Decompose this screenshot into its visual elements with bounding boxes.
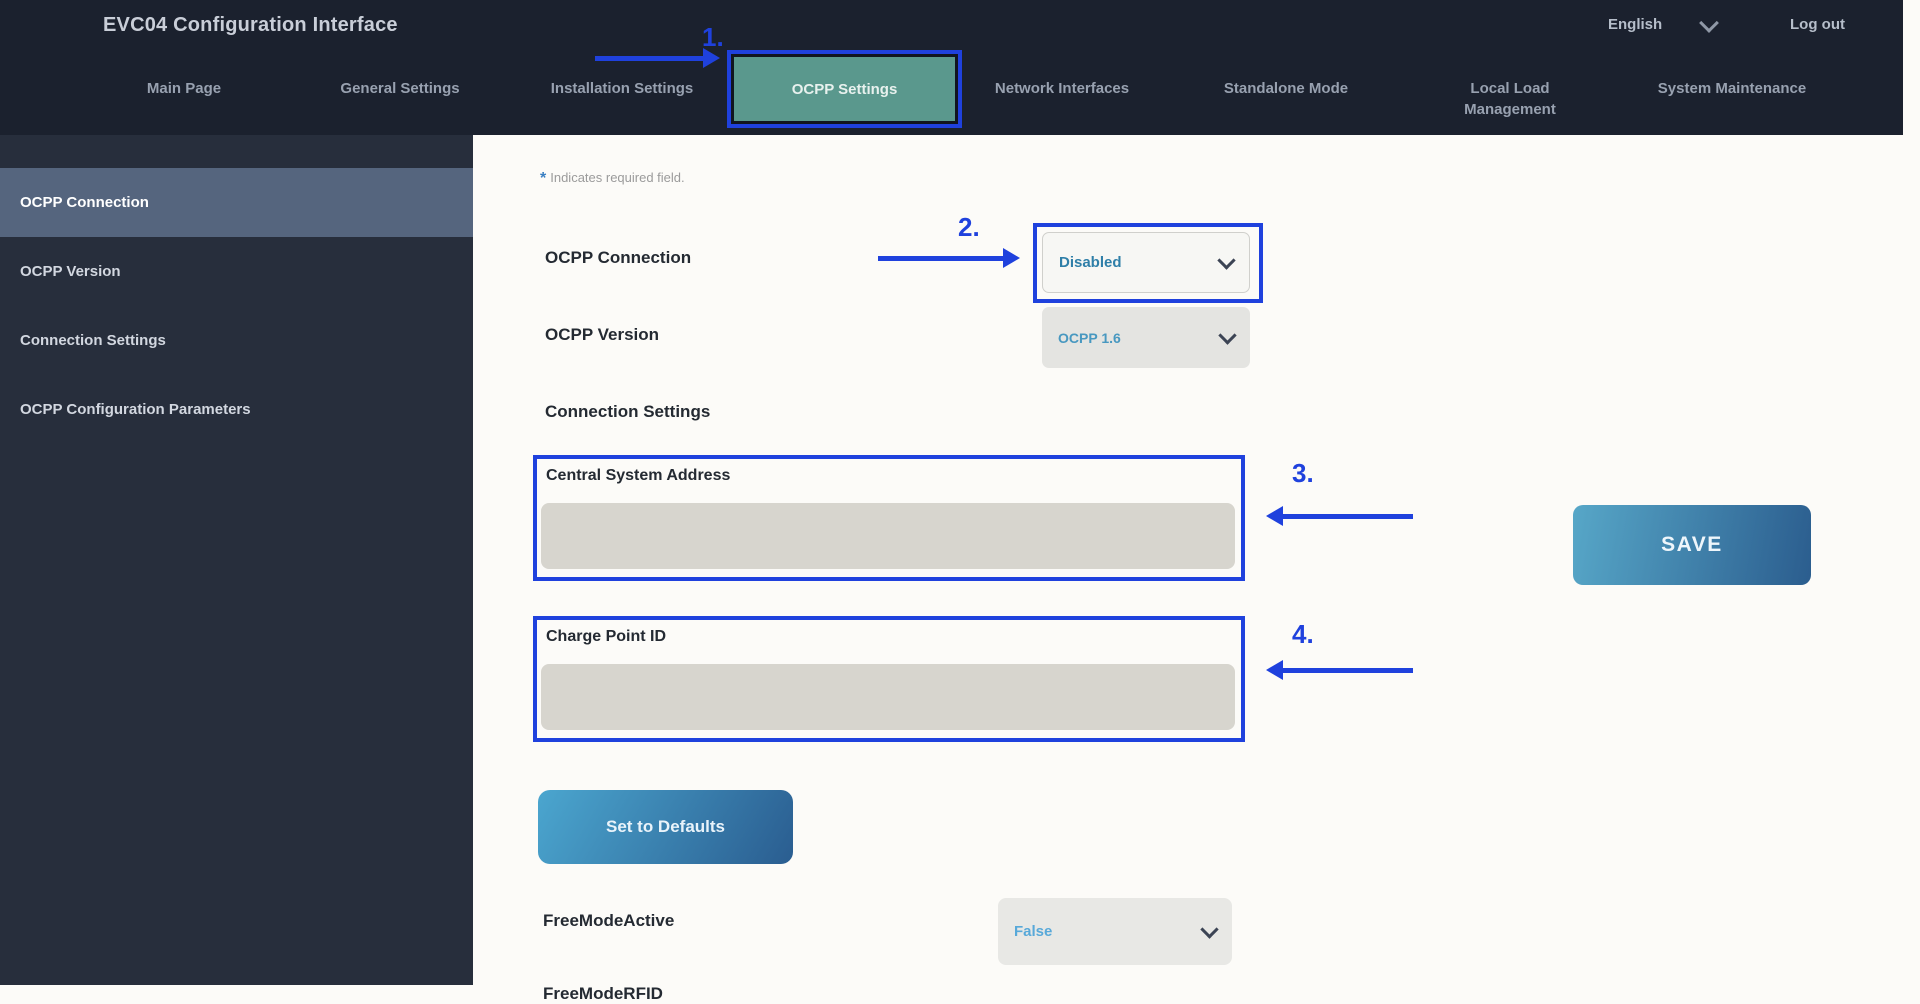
sidebar-item-connection-settings[interactable]: Connection Settings: [20, 332, 166, 349]
app-title: EVC04 Configuration Interface: [103, 14, 398, 36]
ocpp-connection-dropdown[interactable]: Disabled: [1042, 232, 1250, 293]
annotation-arrow-2: [878, 248, 1020, 268]
chevron-down-icon: [1200, 919, 1219, 939]
required-field-note: *Indicates required field.: [540, 170, 685, 188]
tab-ocpp-settings-annotation-box: OCPP Settings: [727, 50, 962, 128]
ocpp-version-value: OCPP 1.6: [1058, 329, 1121, 346]
tab-installation-settings[interactable]: Installation Settings: [550, 80, 694, 97]
annotation-step-1: 1.: [702, 22, 724, 52]
central-system-address-label: Central System Address: [546, 467, 731, 484]
tab-local-load-management[interactable]: Local Load Management: [1464, 80, 1556, 118]
tab-general-settings[interactable]: General Settings: [340, 80, 460, 97]
free-mode-active-label: FreeModeActive: [543, 911, 675, 930]
connection-settings-heading: Connection Settings: [545, 402, 711, 421]
free-mode-rfid-label: FreeModeRFID: [543, 984, 663, 1003]
free-mode-active-value: False: [1014, 923, 1053, 940]
ocpp-version-label: OCPP Version: [545, 325, 660, 344]
chevron-down-icon: [1699, 12, 1720, 33]
tab-system-maintenance[interactable]: System Maintenance: [1657, 80, 1807, 97]
chevron-down-icon: [1217, 250, 1236, 270]
central-system-address-group: Central System Address: [533, 455, 1245, 581]
ocpp-version-dropdown[interactable]: OCPP 1.6: [1042, 307, 1250, 368]
annotation-arrow-4: [1266, 660, 1413, 680]
sidebar-item-ocpp-configuration-parameters[interactable]: OCPP Configuration Parameters: [20, 401, 251, 418]
top-bar: EVC04 Configuration Interface English Lo…: [0, 0, 1903, 135]
tab-ocpp-settings-label: OCPP Settings: [791, 80, 898, 98]
set-to-defaults-button[interactable]: Set to Defaults: [538, 790, 793, 864]
tab-ocpp-settings[interactable]: OCPP Settings: [734, 57, 955, 121]
chevron-down-icon: [1218, 325, 1237, 345]
annotation-box-2: [1033, 223, 1263, 303]
tab-standalone-mode[interactable]: Standalone Mode: [1223, 80, 1349, 97]
free-mode-active-dropdown[interactable]: False: [998, 898, 1232, 965]
annotation-step-3: 3.: [1292, 458, 1314, 488]
annotation-arrow-1: [595, 48, 720, 68]
charge-point-id-input[interactable]: [541, 664, 1235, 730]
language-value: English: [1608, 16, 1663, 33]
sidebar-item-ocpp-connection[interactable]: OCPP Connection: [0, 168, 473, 237]
required-note-text: Indicates required field.: [550, 170, 685, 185]
charge-point-id-group: Charge Point ID: [533, 616, 1245, 742]
tab-network-interfaces[interactable]: Network Interfaces: [994, 80, 1130, 97]
sidebar-item-ocpp-version[interactable]: OCPP Version: [20, 263, 121, 280]
logout-button[interactable]: Log out: [1790, 16, 1845, 33]
ocpp-connection-label: OCPP Connection: [545, 248, 692, 267]
required-asterisk: *: [540, 170, 547, 187]
language-selector[interactable]: English: [1608, 12, 1720, 33]
tab-main-page[interactable]: Main Page: [146, 80, 222, 97]
charge-point-id-label: Charge Point ID: [546, 628, 667, 645]
central-system-address-input[interactable]: [541, 503, 1235, 569]
save-button[interactable]: SAVE: [1573, 505, 1811, 585]
sidebar: OCPP Connection OCPP Version Connection …: [0, 135, 473, 985]
annotation-step-4: 4.: [1292, 619, 1314, 649]
annotation-arrow-3: [1266, 506, 1413, 526]
ocpp-connection-value: Disabled: [1059, 254, 1122, 271]
annotation-step-2: 2.: [958, 212, 980, 242]
